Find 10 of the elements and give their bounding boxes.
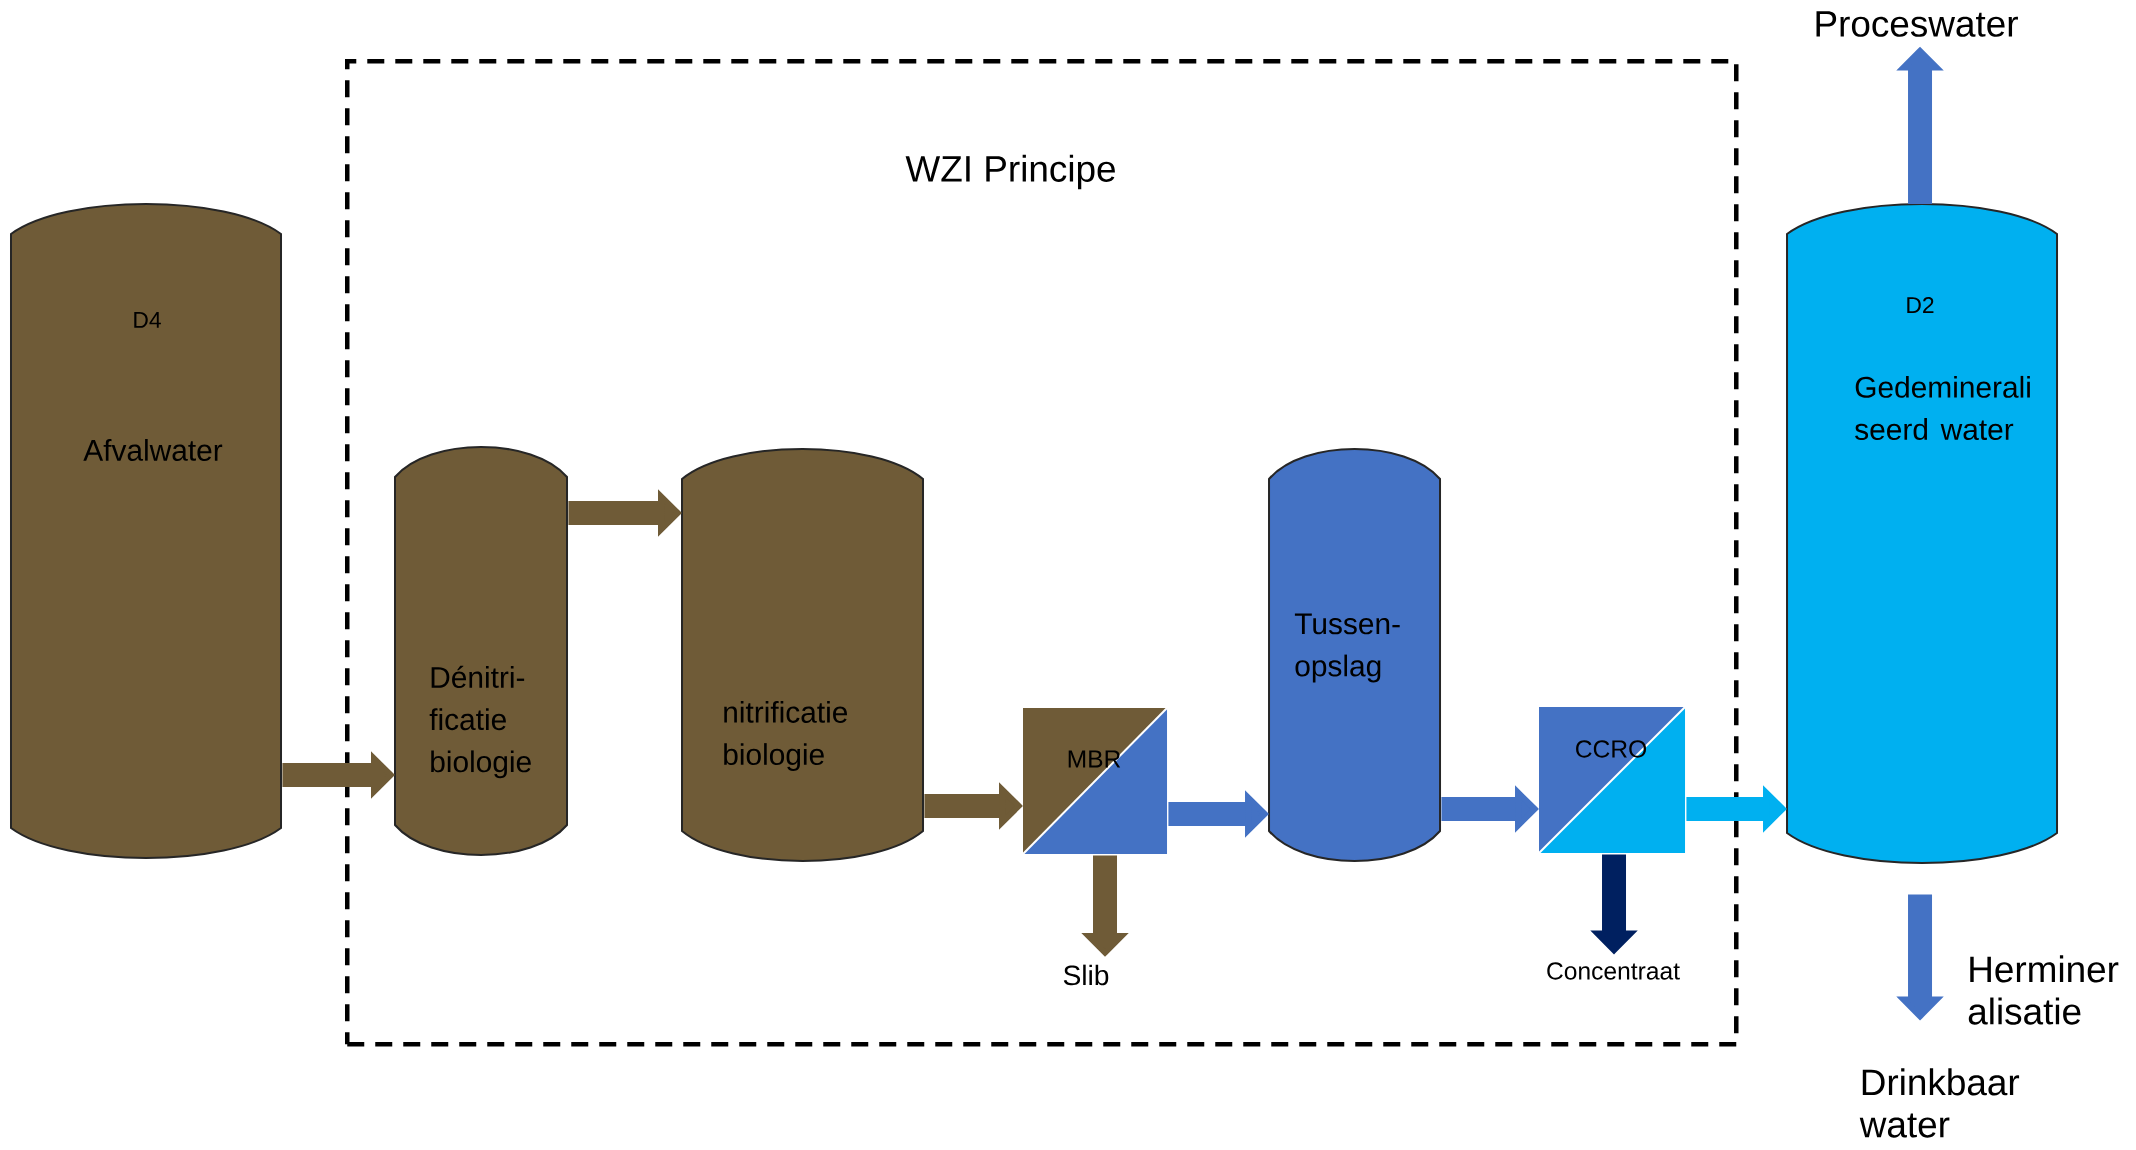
flow-label: Slib — [1063, 964, 1109, 986]
flow-label: Proceswater — [1816, 11, 2018, 37]
tank: Dénitri- ficatie biologie — [394, 446, 568, 856]
flow-label: Concentraat — [1547, 962, 1680, 980]
tank: D4 Afvalwater — [10, 202, 282, 859]
tank: nitrificatie biologie — [681, 447, 924, 862]
tank: Tussen- opslag — [1268, 447, 1441, 862]
flow-label: Drinkbaar water — [1859, 1068, 2020, 1138]
tank: D2 Gedeminerali seerd water — [1786, 202, 2059, 864]
edge-label: Herminer alisatie — [1968, 955, 2119, 1025]
